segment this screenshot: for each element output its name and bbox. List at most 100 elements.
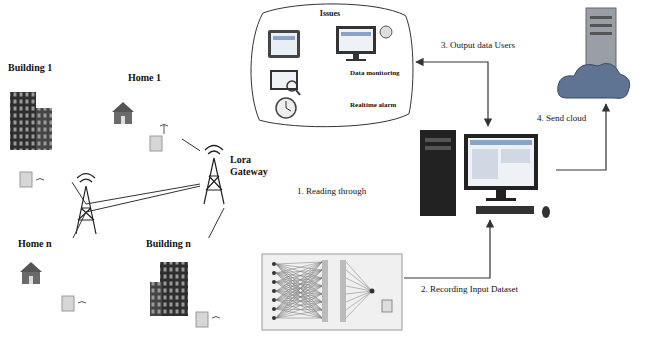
neural-network-image <box>370 289 375 294</box>
sensor-icon <box>20 172 44 187</box>
sensor-icon <box>212 317 220 319</box>
sensor-icon <box>164 124 165 134</box>
region-outline <box>246 3 414 129</box>
keyboard-icon <box>476 206 550 218</box>
sensor-icon <box>196 312 220 327</box>
neural-network-image <box>272 316 276 320</box>
neural-network-image <box>322 260 328 322</box>
search-monitor-icon <box>287 81 297 91</box>
sensor-icon <box>150 124 168 151</box>
neural-network-image <box>272 262 276 266</box>
monitor-icon <box>468 138 534 186</box>
neural-network-image <box>346 278 372 291</box>
building-icon <box>160 262 188 316</box>
sensor-icon <box>196 312 208 327</box>
tablet-icon <box>268 30 300 58</box>
search-monitor-icon <box>270 70 300 95</box>
node-label: Lora Gateway <box>230 154 276 177</box>
building-icon <box>10 92 36 150</box>
user-region: IssuesData monitoringRealtime alarm <box>246 3 414 129</box>
neural-network-image <box>340 260 346 322</box>
house-icon <box>22 272 40 284</box>
neural-network-image <box>346 291 372 310</box>
sensor-icon <box>150 136 162 151</box>
radio-link <box>182 139 200 151</box>
house-icon <box>20 262 42 272</box>
neural-network-image <box>276 282 322 318</box>
neural-network-image <box>276 294 322 300</box>
monitor-icon <box>472 149 498 179</box>
gateway-tower-icon <box>204 158 224 204</box>
tower-icon <box>77 174 95 183</box>
house-icon <box>112 102 134 124</box>
home-node: Home 1 <box>112 72 182 160</box>
neural-network-image <box>276 264 322 310</box>
neural-network-image <box>276 310 322 318</box>
building-icon <box>150 262 188 316</box>
neural-network-image <box>276 294 322 309</box>
monitor-icon <box>464 134 538 201</box>
building-icon <box>150 282 162 316</box>
monitor-icon <box>501 149 530 163</box>
cloud-server-icon <box>586 8 616 70</box>
building-icon <box>10 92 52 150</box>
building-icon <box>150 282 162 316</box>
neural-network-image <box>346 262 372 291</box>
sensor-icon <box>78 302 86 304</box>
neural-network-image <box>272 280 276 284</box>
sensor-icon <box>36 179 44 181</box>
monitor-icon <box>486 198 516 201</box>
neural-network-image <box>272 298 276 302</box>
tablet-icon <box>271 33 297 55</box>
monitor-icon <box>341 32 371 36</box>
neural-network-image <box>276 270 322 309</box>
neural-network-image <box>276 270 322 318</box>
monitor-icon <box>464 134 538 190</box>
neural-network-image <box>382 300 392 312</box>
monitor-icon <box>353 54 359 59</box>
cloud-server-icon <box>590 16 612 19</box>
neural-network-image <box>276 278 322 318</box>
step-label: 3. Output data Users <box>440 40 516 50</box>
neural-network-image <box>276 286 322 318</box>
computer-tower <box>420 130 456 216</box>
neural-network-image <box>262 254 402 330</box>
neural-network-image <box>276 278 322 300</box>
step-label: 1. Reading through <box>296 186 367 196</box>
neural-network-image <box>276 262 322 291</box>
tablet-icon <box>268 30 300 58</box>
node-label: Home n <box>18 238 52 250</box>
house-icon <box>121 116 125 124</box>
monitor-icon <box>339 29 373 51</box>
building-icon <box>160 262 188 316</box>
cloud-server-icon <box>590 32 612 35</box>
search-monitor-icon <box>296 90 300 95</box>
house-icon <box>29 276 33 284</box>
keyboard-icon <box>476 206 534 214</box>
neural-network-image <box>276 302 322 318</box>
sensor-icon <box>62 296 86 311</box>
building-node: Building 1 <box>4 62 72 196</box>
neural-network-image <box>346 291 372 318</box>
search-monitor-icon <box>272 72 296 88</box>
radio-link <box>209 208 224 238</box>
house-icon <box>114 112 132 124</box>
neural-network-image <box>276 262 322 318</box>
step-label: 2. Recording Input Dataset <box>420 284 519 294</box>
building-icon <box>36 108 52 150</box>
user-function: Realtime alarm <box>348 99 408 125</box>
monitor-icon <box>346 59 366 61</box>
process-arrow <box>404 62 606 278</box>
user-function: Data monitoring <box>348 67 408 93</box>
house-icon <box>112 102 134 112</box>
sensor-icon <box>160 125 168 127</box>
radio-link <box>73 186 200 238</box>
neural-network-image <box>262 254 402 330</box>
node-label: Building 1 <box>8 62 52 74</box>
neural-network-image <box>276 294 322 318</box>
monitor-icon <box>496 190 506 198</box>
neural-network-image <box>276 318 322 319</box>
search-monitor-icon <box>270 70 298 90</box>
clock-icon <box>276 98 296 118</box>
